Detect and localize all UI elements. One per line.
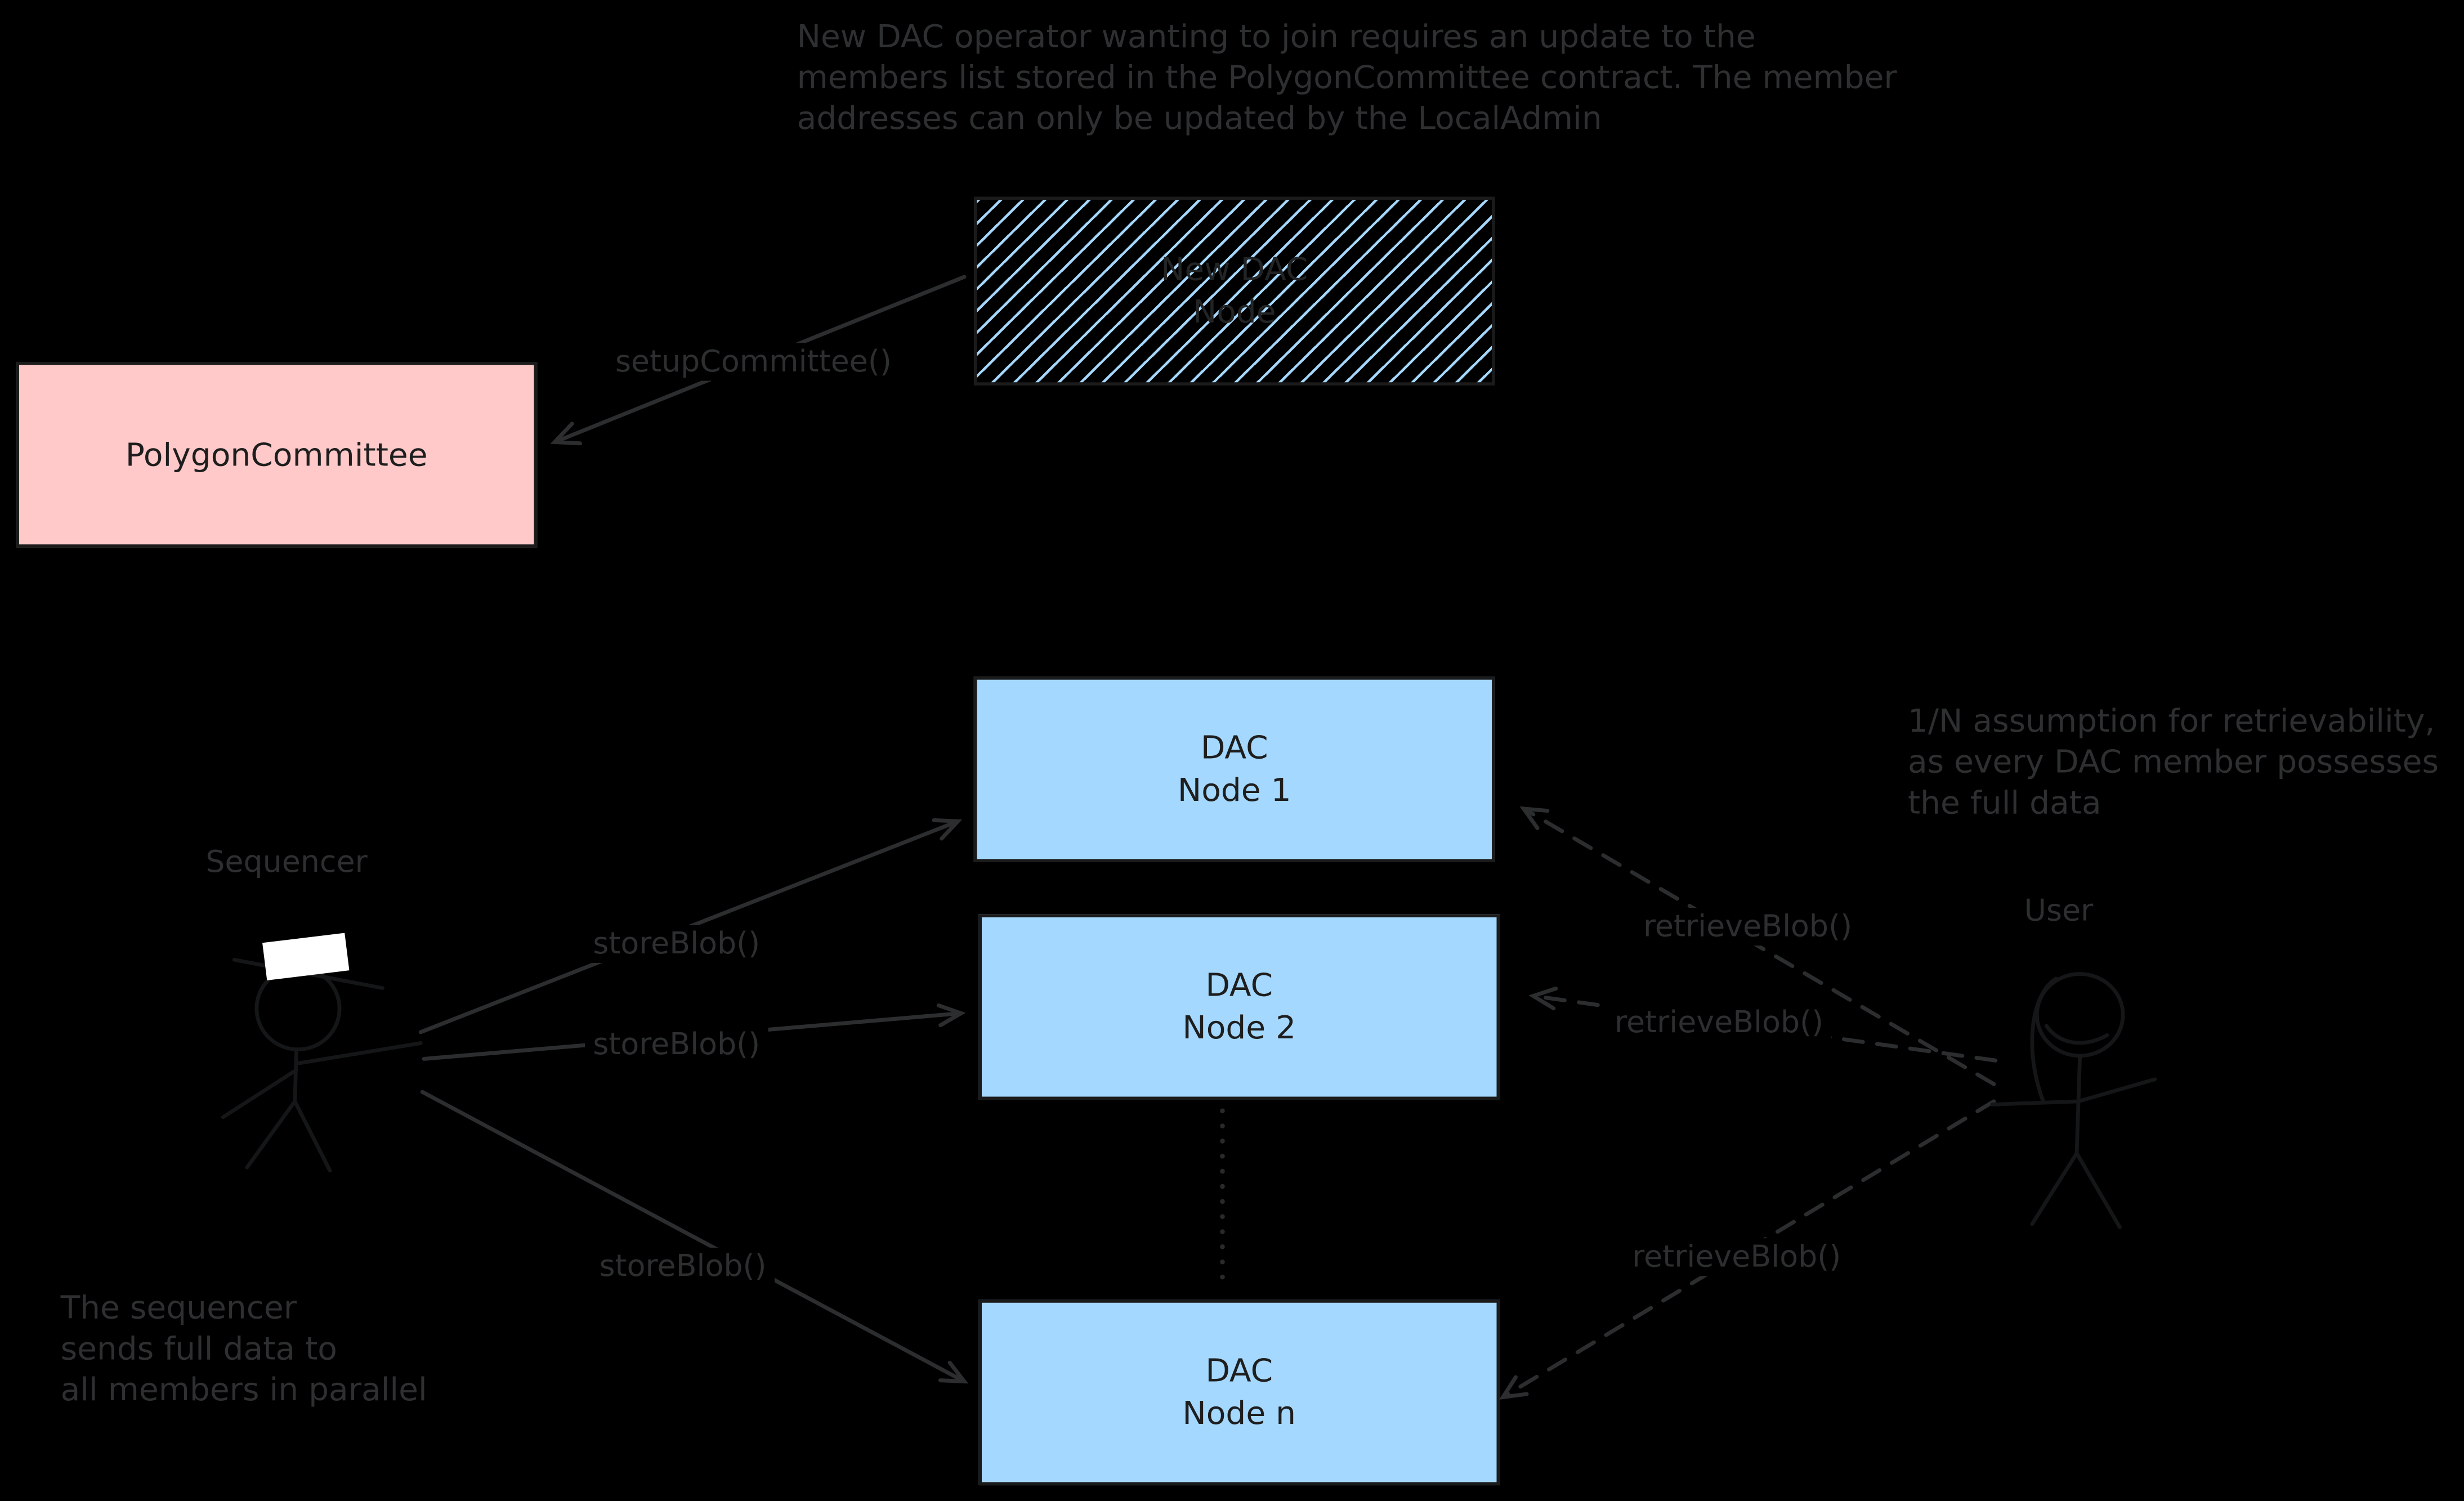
sequencer-actor-icon	[221, 933, 423, 1173]
admin-note: New DAC operator wanting to join require…	[797, 16, 1897, 138]
retrievability-note: 1/N assumption for retrievability, as ev…	[1908, 700, 2439, 823]
new-dac-node-label: Node	[1192, 292, 1276, 331]
sequencer-label: Sequencer	[205, 845, 368, 880]
dac-node-1-box: DAC Node 1	[973, 676, 1495, 862]
store-blob-1-edge-label: storeBlob()	[585, 925, 768, 963]
retrievability-note-line: as every DAC member possesses	[1907, 742, 2439, 781]
user-actor-icon	[1990, 972, 2157, 1229]
user-label: User	[2024, 893, 2094, 929]
polygon-committee-box: PolygonCommittee	[16, 361, 538, 548]
dac-node-n-box: DAC Node n	[978, 1300, 1500, 1486]
retrievability-note-line: the full data	[1907, 783, 2101, 822]
parallel-note-line: all members in parallel	[60, 1370, 427, 1409]
sequencer-hat-icon	[262, 933, 350, 980]
retrieve-blob-1-edge-label: retrieveBlob()	[1635, 908, 1861, 946]
polygon-committee-label: PolygonCommittee	[125, 434, 428, 473]
dac-node-2-label: Node 2	[1182, 1008, 1296, 1047]
retrieve-blob-1-arrow	[1519, 806, 1996, 1086]
parallel-note-line: sends full data to	[60, 1329, 337, 1368]
store-blob-3-edge-label: storeBlob()	[591, 1247, 775, 1286]
dac-node-2-label: DAC	[1205, 966, 1273, 1004]
retrievability-note-line: 1/N assumption for retrievability,	[1907, 701, 2435, 740]
dac-node-n-label: DAC	[1205, 1351, 1273, 1390]
parallel-note: The sequencer sends full data to all mem…	[61, 1287, 427, 1410]
dac-node-1-label: DAC	[1200, 728, 1268, 767]
admin-note-line: New DAC operator wanting to join require…	[797, 17, 1756, 55]
dac-node-1-label: Node 1	[1177, 770, 1291, 809]
admin-note-line: members list stored in the PolygonCommit…	[797, 58, 1897, 96]
store-blob-3-arrow	[420, 1090, 969, 1384]
setup-committee-edge-label: setupCommittee()	[607, 343, 900, 381]
retrieve-blob-2-edge-label: retrieveBlob()	[1606, 1003, 1832, 1042]
dac-node-2-box: DAC Node 2	[978, 914, 1500, 1100]
dac-node-n-label: Node n	[1182, 1394, 1296, 1432]
admin-note-line: addresses can only be updated by the Loc…	[797, 99, 1602, 137]
store-blob-2-edge-label: storeBlob()	[585, 1025, 768, 1064]
retrieve-blob-3-edge-label: retrieveBlob()	[1624, 1238, 1849, 1276]
parallel-note-line: The sequencer	[60, 1288, 297, 1327]
new-dac-node-label: New DAC	[1161, 250, 1308, 288]
new-dac-node-box: New DAC Node	[973, 196, 1495, 386]
